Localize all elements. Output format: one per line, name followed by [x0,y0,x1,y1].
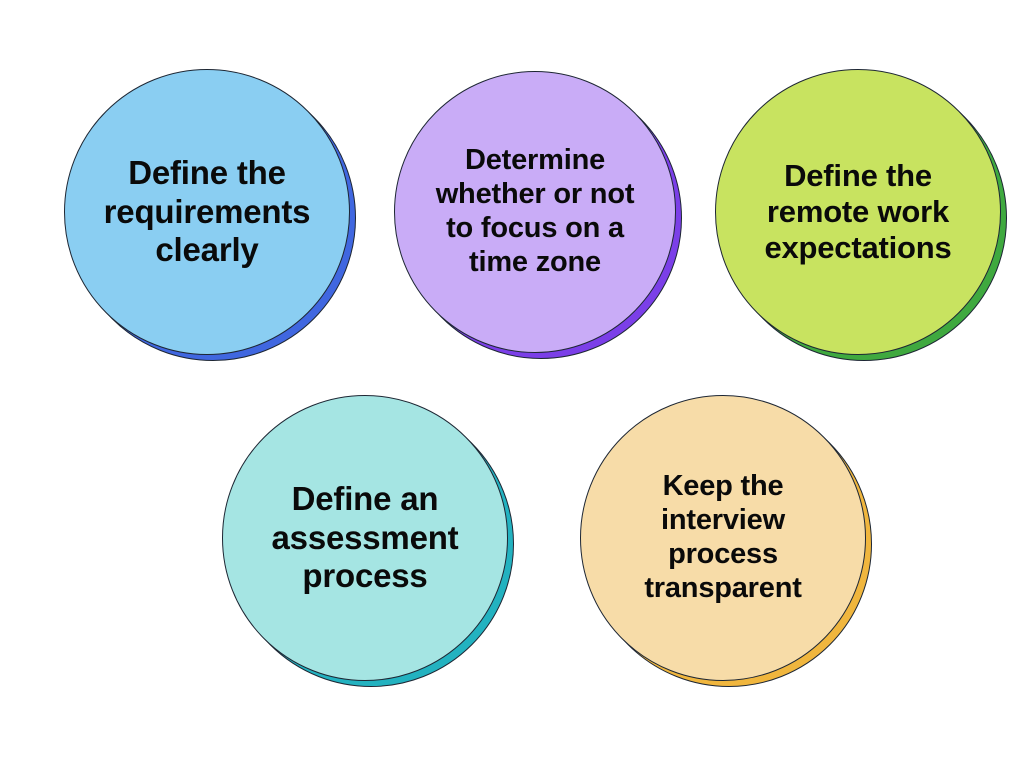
keep-the-interview-process-transparent-label: Keep the interview process transparent [644,470,802,604]
define-the-requirements-clearly-label: Define the requirements clearly [103,154,311,269]
define-the-remote-work-expectations-face: Define the remote work expectations [715,69,1001,355]
determine-whether-to-focus-on-a-time-zone[interactable]: Determine whether or not to focus on a t… [394,71,682,359]
define-an-assessment-process[interactable]: Define an assessment process [222,395,514,687]
keep-the-interview-process-transparent[interactable]: Keep the interview process transparent [580,395,872,687]
keep-the-interview-process-transparent-face: Keep the interview process transparent [580,395,866,681]
define-the-remote-work-expectations-label: Define the remote work expectations [764,157,952,266]
define-the-requirements-clearly[interactable]: Define the requirements clearly [64,69,356,361]
define-the-requirements-clearly-face: Define the requirements clearly [64,69,350,355]
define-an-assessment-process-label: Define an assessment process [271,480,459,595]
define-an-assessment-process-face: Define an assessment process [222,395,508,681]
determine-whether-to-focus-on-a-time-zone-face: Determine whether or not to focus on a t… [394,71,676,353]
define-the-remote-work-expectations[interactable]: Define the remote work expectations [715,69,1007,361]
determine-whether-to-focus-on-a-time-zone-label: Determine whether or not to focus on a t… [435,144,635,278]
